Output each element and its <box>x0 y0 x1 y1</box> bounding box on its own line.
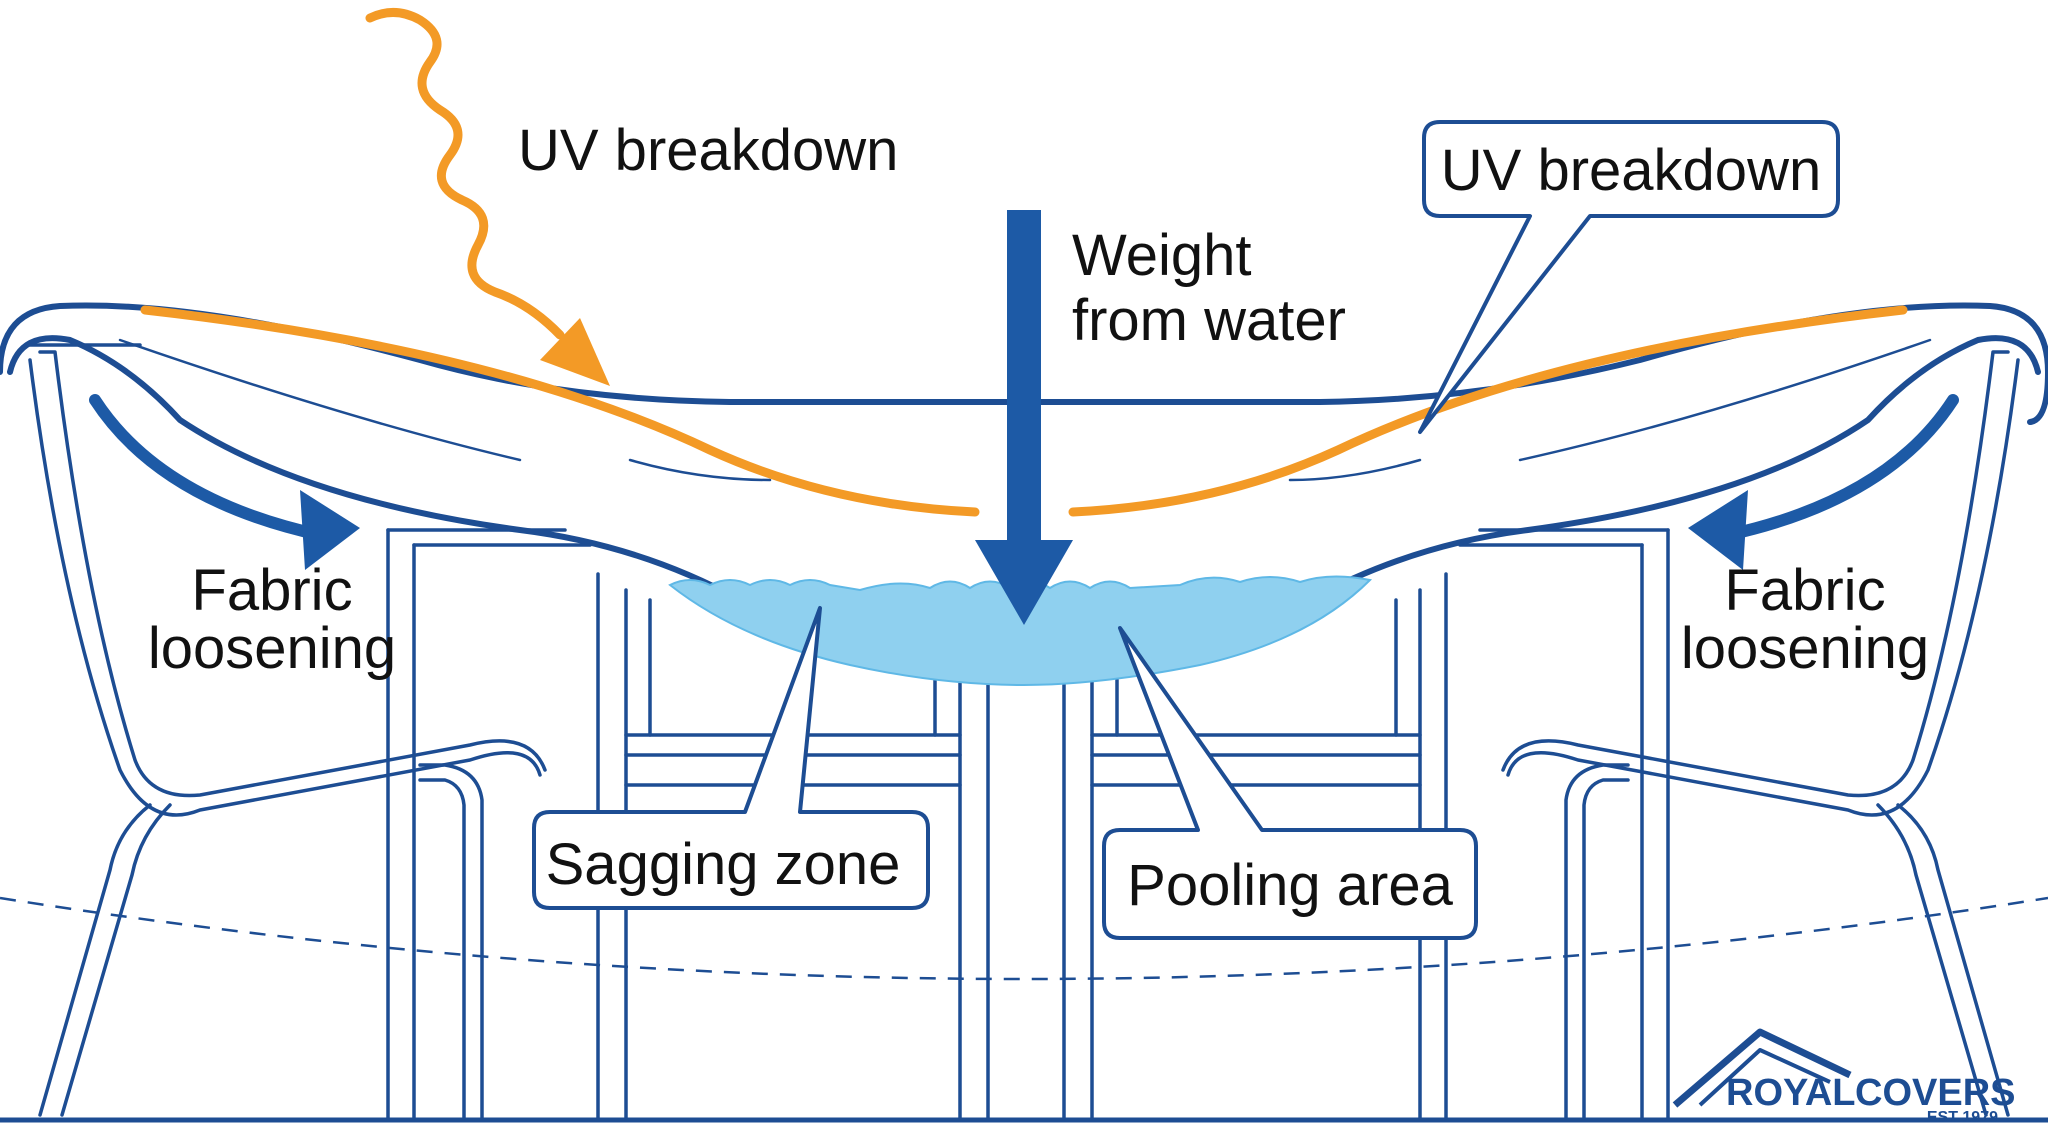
uv-stress-line-right <box>1068 305 1908 517</box>
fabric-right-label-line1: Fabric <box>1724 558 1885 623</box>
uv-breakdown-label-left: UV breakdown <box>518 118 898 183</box>
uv-stress-line-left <box>140 305 980 517</box>
svg-text:Pooling area: Pooling area <box>1127 853 1453 918</box>
sagging-zone-callout: Sagging zone <box>532 606 930 910</box>
uv-breakdown-callout-right: UV breakdown <box>1418 120 1840 434</box>
fabric-curved-arrow-right-icon <box>1688 394 1959 570</box>
left-chair <box>28 343 547 1120</box>
cover-hem-dashed-line <box>0 896 2048 981</box>
logo-brand-part1: ROYAL <box>1726 1072 1856 1114</box>
weight-label-line2: from water <box>1072 288 1346 353</box>
svg-text:UV breakdown: UV breakdown <box>1441 138 1821 203</box>
logo-brand-part2: COVERS <box>1855 1072 2015 1114</box>
royal-covers-logo: ROYAL COVERS EST 1979 <box>1672 1028 2015 1126</box>
water-pool <box>668 575 1373 687</box>
fabric-left-label-line1: Fabric <box>191 558 352 623</box>
fabric-curved-arrow-left-icon <box>89 394 360 570</box>
pooling-area-callout: Pooling area <box>1102 626 1478 940</box>
logo-est: EST 1979 <box>1927 1109 1998 1126</box>
roof-logo-icon <box>1672 1028 1852 1108</box>
weight-down-arrow-icon <box>975 210 1073 625</box>
weight-label-line1: Weight <box>1072 223 1251 288</box>
uv-squiggle-arrow-icon <box>365 8 610 386</box>
right-chair <box>1501 350 2020 1120</box>
fabric-right-label-line2: loosening <box>1681 616 1929 681</box>
fabric-left-label-line2: loosening <box>148 616 396 681</box>
svg-text:Sagging zone: Sagging zone <box>546 832 901 897</box>
